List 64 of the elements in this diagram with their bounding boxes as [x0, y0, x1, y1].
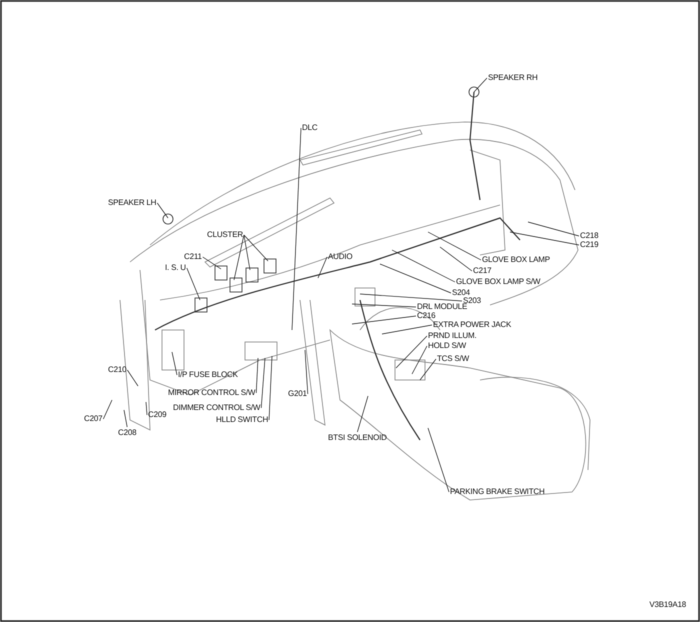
- part-label: C217: [473, 266, 492, 276]
- part-label: HLLD SWITCH: [216, 415, 268, 425]
- leader-line: [318, 256, 328, 278]
- part-label: MIRROR CONTROL S/W: [168, 388, 256, 398]
- leader-line: [268, 356, 272, 420]
- part-label: C216: [417, 311, 436, 321]
- leader-line: [412, 346, 428, 374]
- leader-line: [124, 410, 128, 428]
- leader-line: [382, 324, 432, 334]
- leader-line: [146, 402, 148, 416]
- leader-line: [474, 78, 488, 92]
- leader-line: [428, 232, 482, 260]
- leader-line: [292, 128, 302, 330]
- part-label: SPEAKER LH: [108, 198, 156, 208]
- part-label: G201: [288, 389, 307, 399]
- part-label: GLOVE BOX LAMP: [482, 255, 550, 265]
- leader-line: [528, 222, 580, 236]
- part-label: DLC: [302, 123, 318, 133]
- part-label: GLOVE BOX LAMP S/W: [456, 277, 540, 287]
- leader-line: [234, 234, 244, 280]
- part-label: SPEAKER RH: [488, 73, 538, 83]
- part-label: TCS S/W: [437, 354, 469, 364]
- leader-line: [357, 396, 368, 432]
- part-label: S204: [452, 288, 470, 298]
- part-label: BTSI SOLENOID: [328, 433, 387, 443]
- leader-line: [510, 232, 580, 246]
- part-label: I/P FUSE BLOCK: [178, 370, 238, 380]
- part-label: DRL MODULE: [417, 302, 468, 312]
- part-label: C218: [580, 231, 598, 241]
- leader-line: [304, 350, 308, 394]
- part-label: C209: [148, 410, 166, 420]
- leader-line: [244, 234, 268, 262]
- leader-line: [428, 428, 450, 492]
- part-label: HOLD S/W: [428, 341, 466, 351]
- part-label: PARKING BRAKE SWITCH: [450, 487, 545, 497]
- part-label: EXTRA POWER JACK: [433, 320, 512, 330]
- figure-code: V3B19A18: [649, 600, 686, 610]
- leader-line: [244, 234, 250, 270]
- part-label: C210: [108, 365, 126, 375]
- leader-line: [352, 316, 416, 324]
- leader-line: [126, 370, 138, 386]
- part-label: C208: [118, 428, 136, 438]
- leader-line: [202, 256, 222, 270]
- leader-line: [172, 352, 178, 376]
- leader-line: [380, 264, 452, 294]
- leader-line: [102, 400, 112, 420]
- part-label: C207: [84, 414, 102, 424]
- leader-line: [396, 336, 428, 368]
- leader-line: [260, 358, 266, 408]
- leader-line: [156, 202, 168, 218]
- leader-line: [440, 246, 472, 272]
- part-label: CLUSTER: [207, 230, 243, 240]
- leader-line: [352, 304, 416, 308]
- part-label: C219: [580, 240, 598, 250]
- part-label: PRND ILLUM.: [428, 331, 476, 341]
- leader-line: [360, 294, 462, 302]
- leader-line: [186, 268, 200, 300]
- part-label: AUDIO: [328, 252, 352, 262]
- leader-line: [420, 358, 436, 380]
- leader-line: [256, 358, 258, 394]
- leader-line: [392, 250, 456, 282]
- part-label: C211: [184, 252, 202, 262]
- part-label: I. S. U: [165, 263, 186, 273]
- part-label: DIMMER CONTROL S/W: [173, 403, 260, 413]
